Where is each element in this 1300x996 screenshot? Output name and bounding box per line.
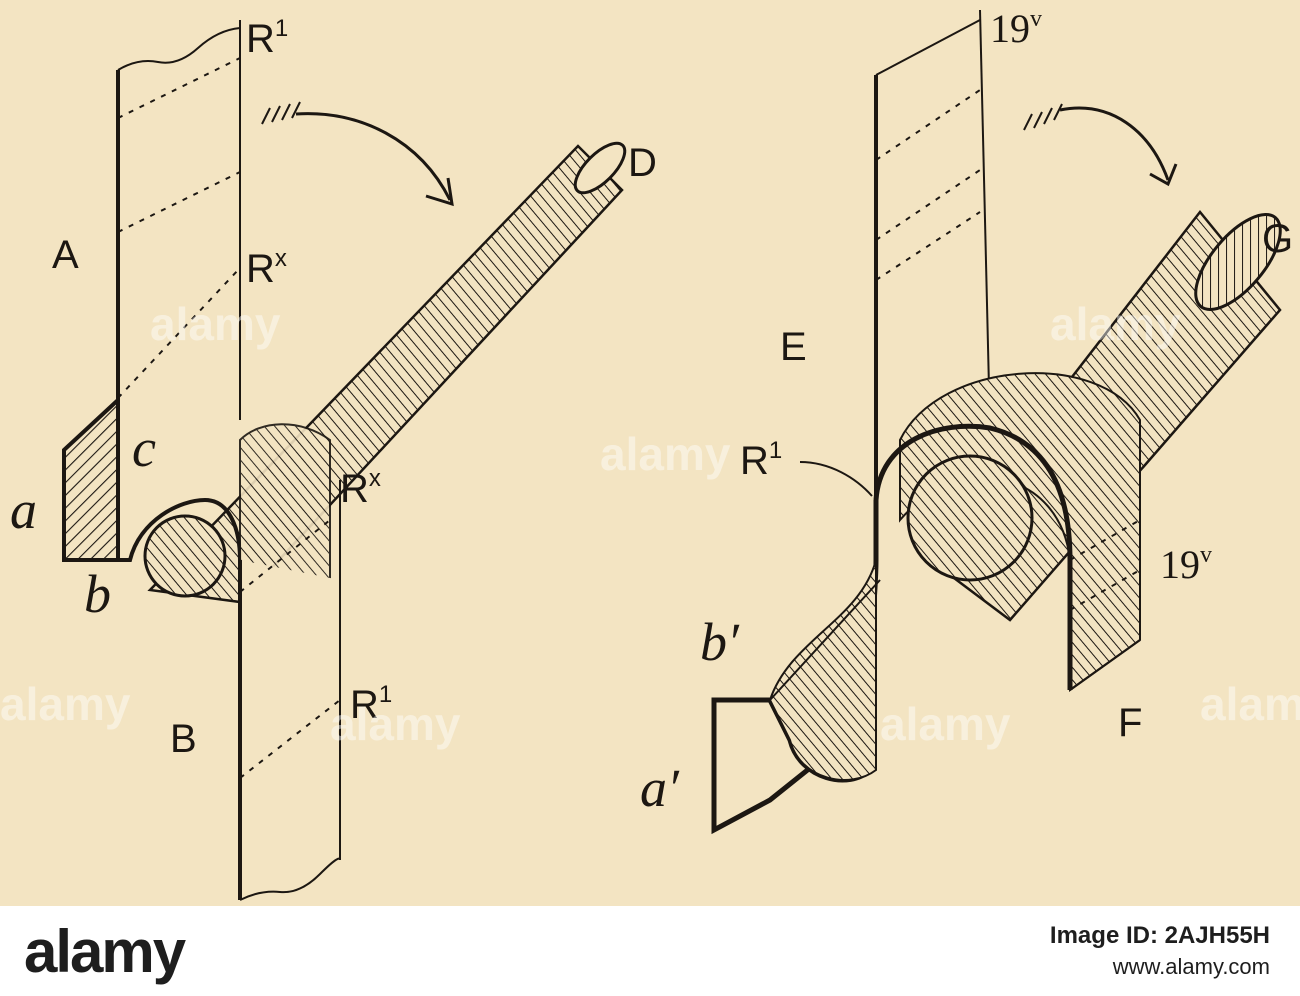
watermark-text: alamy [600,428,731,480]
sheet-f [1069,519,1141,691]
stock-footer: alamy Image ID: 2AJH55H www.alamy.com [0,906,1300,996]
label-d-rod: D [628,141,657,185]
label-b-sheet: B [170,717,197,761]
label-19v-low: 19v [1160,542,1212,587]
label-f-sheet: F [1118,701,1142,745]
alamy-logo: alamy [24,917,186,985]
label-c-fold: c [132,418,156,478]
watermark-text: alamy [1200,678,1300,730]
label-e-sheet: E [780,325,807,369]
site-url: www.alamy.com [1112,954,1270,979]
watermark-text: alamy [1050,298,1181,350]
label-19v-top: 19v [990,6,1042,51]
watermark-layer: alamy alamy alamy alamy alamy alamy alam… [0,298,1300,750]
watermark-text: alamy [150,298,281,350]
sheet-e [874,9,991,560]
watermark-text: alamy [0,678,131,730]
bookbinding-diagram: A B D a b c R1 Rx Rx R1 [0,6,1300,901]
sheet-b [238,480,341,901]
label-g-rod: G [1262,217,1293,261]
label-b-prime: b′ [700,612,740,672]
label-a-prime: a′ [640,758,680,818]
folded-flap [62,395,242,562]
roller-end [143,514,227,598]
label-r1-right: R1 [740,437,782,483]
rotation-arrow-right [1023,103,1178,187]
sheet-a [116,20,241,420]
s-curve-fold [873,423,1073,690]
watermark-text: alamy [880,698,1011,750]
label-r-low: R1 [350,681,392,727]
label-r-top: R1 [246,15,288,61]
watermark-text: alamy [330,698,461,750]
image-meta: Image ID: 2AJH55H www.alamy.com [1050,922,1270,980]
roller-end-right [906,454,1034,582]
rotation-arrow-left [261,101,454,207]
r1-pointer-arrow [799,461,873,497]
image-id: Image ID: 2AJH55H [1049,922,1270,949]
label-r-mid: Rx [246,245,287,291]
lower-flap-right [711,500,881,835]
right-figure: E F G a′ b′ R1 19v 19v [640,6,1293,835]
label-a-sheet: A [52,233,79,277]
label-b-fold: b [84,564,111,624]
label-r-roll: Rx [340,465,381,511]
left-figure: A B D a b c R1 Rx Rx R1 [10,15,657,901]
label-a-fold: a [10,480,37,540]
